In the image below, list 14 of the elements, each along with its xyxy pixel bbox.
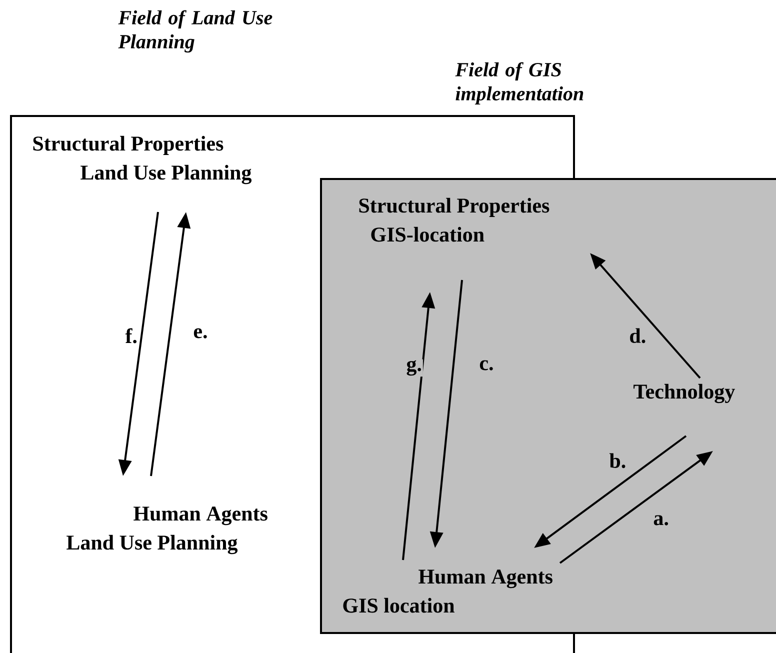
text-label: Technology — [634, 384, 735, 404]
text-label: Human Agents Land Use Planning — [66, 506, 268, 554]
edge-label: e. — [192, 327, 209, 340]
text-label: Structural Properties Land Use Planning — [33, 136, 252, 184]
edge-label: a. — [652, 514, 670, 526]
text-label: Human Agents GIS location — [343, 570, 552, 613]
edge-label: d. — [628, 327, 648, 344]
node-label: Field of GIS implementation — [455, 62, 584, 105]
node-label: Field of Land Use Planning — [118, 10, 272, 53]
edge-label: g. — [405, 359, 423, 377]
text-label: Structural Properties GIS-location — [359, 198, 550, 242]
edge-label: f. — [124, 327, 138, 344]
edge-label: b. — [608, 452, 628, 470]
edge-label: c. — [478, 359, 495, 372]
